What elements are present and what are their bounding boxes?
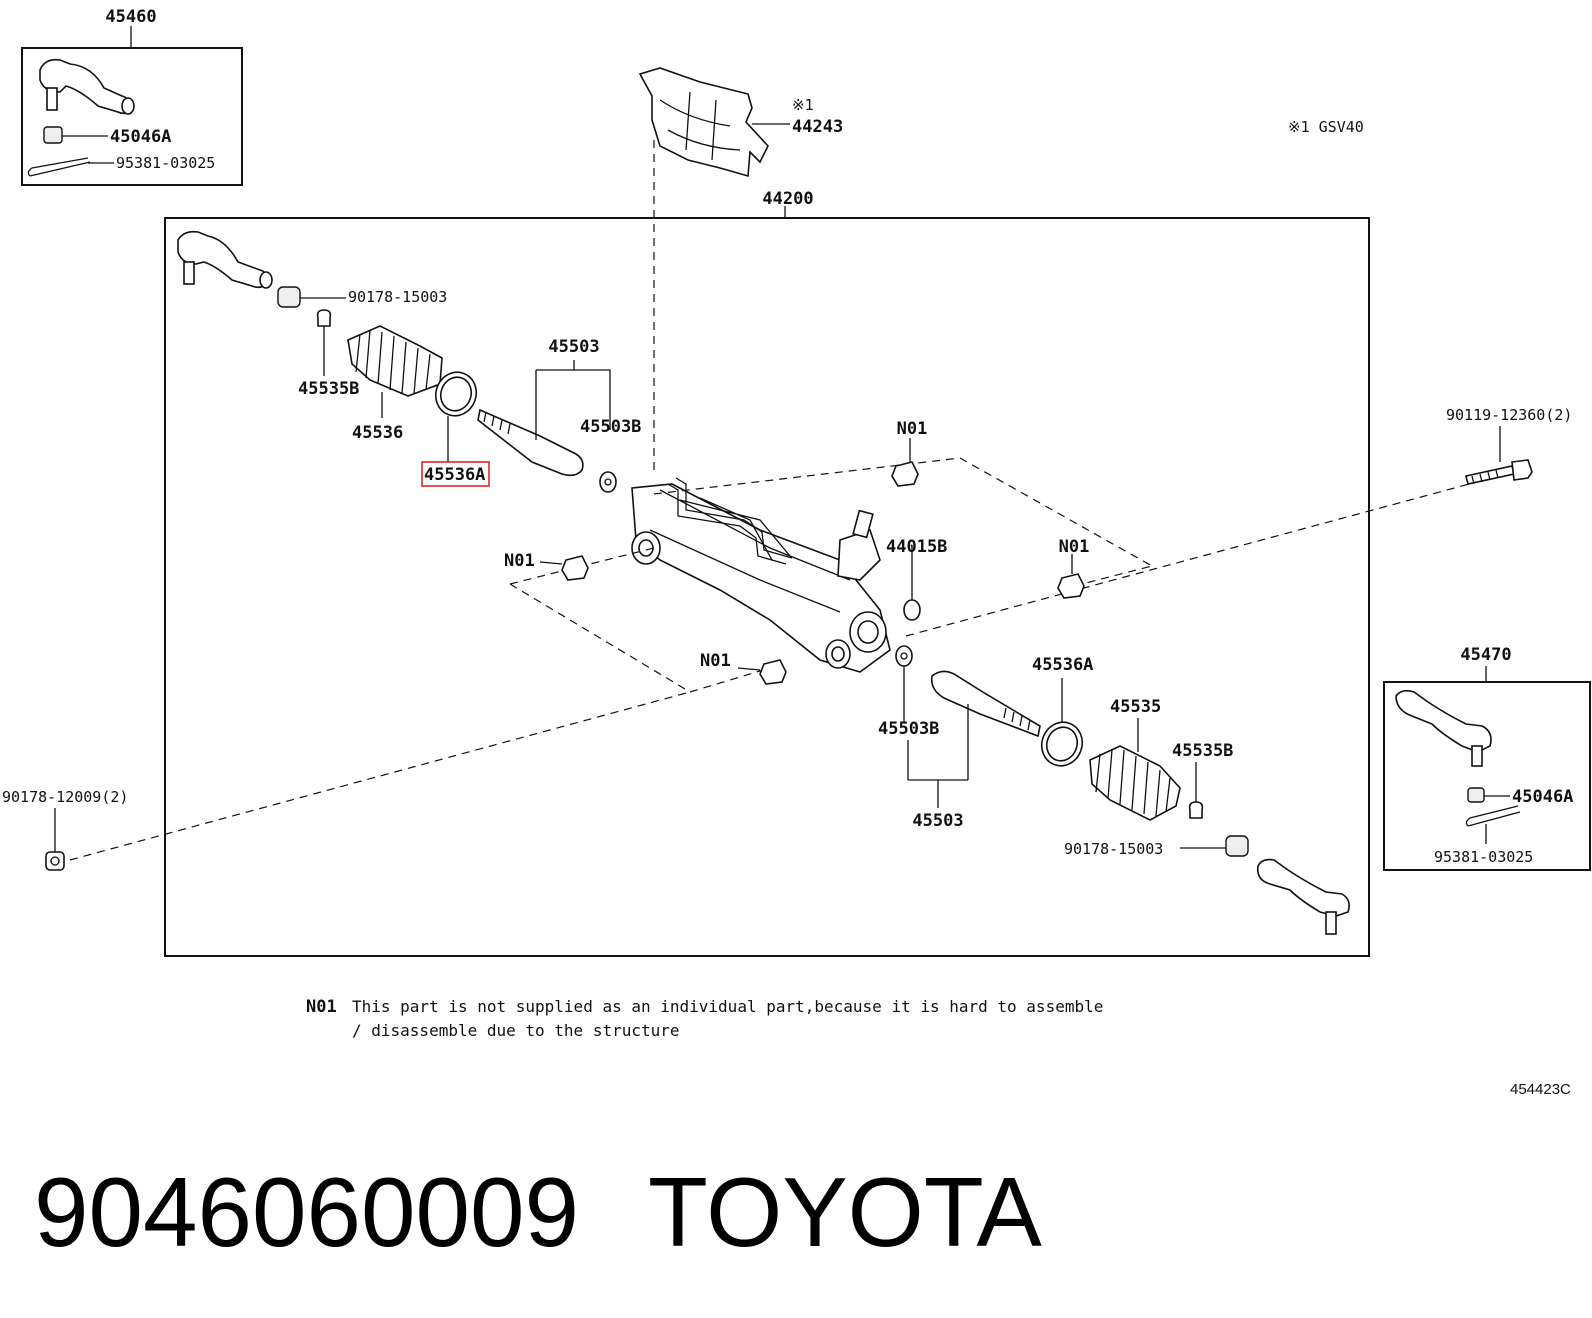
label-44243: 44243 — [792, 117, 843, 137]
label-45535: 45535 — [1110, 697, 1161, 717]
caption-brand: TOYOTA — [648, 1157, 1043, 1267]
label-n01-left: N01 — [504, 551, 535, 571]
highlight-box — [421, 461, 490, 487]
label-44015b: 44015B — [886, 537, 947, 557]
rack-end-right-icon — [930, 670, 1041, 738]
o-ring-icon — [903, 599, 921, 621]
label-90178-15003-upper: 90178-15003 — [348, 288, 447, 306]
nut-lower-right-icon — [1225, 835, 1249, 857]
nut-upper-left-icon — [277, 286, 301, 308]
note-line-2: / disassemble due to the structure — [352, 1021, 680, 1040]
caption-part-number: 9046060009 — [34, 1157, 579, 1267]
note-code: N01 — [306, 997, 337, 1017]
boot-band-left-icon — [434, 371, 478, 417]
cotter-pin-icon — [27, 157, 91, 177]
boot-right-icon — [1089, 745, 1181, 821]
nut-icon-right-inset — [1467, 787, 1485, 803]
label-45503-upper: 45503 — [548, 337, 599, 357]
bushing-n01-top — [891, 461, 919, 487]
label-n01-top: N01 — [897, 419, 928, 439]
tie-rod-end-icon-right-inset — [1395, 689, 1492, 767]
label-90178-12009: 90178-12009(2) — [2, 788, 128, 806]
label-95381-left: 95381-03025 — [116, 154, 215, 172]
inset-left-tie-rod-end: 45460 45046A 95381-03025 — [21, 7, 243, 186]
bushing-n01-left — [561, 555, 589, 581]
note-line-1: This part is not supplied as an individu… — [352, 997, 1103, 1016]
nut-far-left-icon — [45, 851, 65, 871]
nut-icon — [43, 126, 63, 144]
footnote-gsv40: ※1 GSV40 — [1288, 118, 1364, 136]
label-45470: 45470 — [1460, 645, 1511, 665]
label-45046a-right: 45046A — [1512, 787, 1573, 807]
clip-left-icon — [316, 309, 332, 327]
inset-right-tie-rod-end: 45470 45046A 95381-03025 — [1383, 645, 1591, 871]
boot-left-icon — [347, 325, 443, 397]
diagram-reference: 454423C — [1510, 1081, 1571, 1098]
label-45046a-left: 45046A — [110, 127, 171, 147]
label-note-mark: ※1 — [792, 96, 814, 114]
boot-band-right-icon — [1040, 721, 1084, 767]
label-90178-15003-lower: 90178-15003 — [1064, 840, 1163, 858]
label-45536: 45536 — [352, 423, 403, 443]
label-95381-right: 95381-03025 — [1434, 848, 1533, 866]
label-45535b-left: 45535B — [298, 379, 359, 399]
label-45503b-left: 45503B — [580, 417, 641, 437]
bushing-n01-bottom — [759, 659, 787, 685]
label-45536a-right: 45536A — [1032, 655, 1093, 675]
cotter-pin-icon-right — [1465, 805, 1521, 827]
tie-rod-end-right-icon — [1256, 858, 1350, 935]
heat-insulator: ※1 44243 — [638, 67, 843, 472]
bushing-n01-right — [1057, 573, 1085, 599]
label-45503b-right: 45503B — [878, 719, 939, 739]
main-assembly-box — [164, 217, 1370, 957]
steering-gear-body — [631, 477, 891, 673]
tie-rod-end-left-icon — [177, 230, 273, 289]
label-45535b-right: 45535B — [1172, 741, 1233, 761]
label-n01-bottom: N01 — [700, 651, 731, 671]
tie-rod-end-icon — [39, 58, 135, 115]
label-45503-lower: 45503 — [912, 811, 963, 831]
washer-right-icon — [895, 645, 913, 667]
label-90119-12360: 90119-12360(2) — [1446, 406, 1572, 424]
bolt-right-icon — [1465, 459, 1533, 485]
clip-right-icon — [1188, 801, 1204, 819]
label-45460: 45460 — [105, 7, 156, 27]
label-45536a-left: 45536A — [424, 465, 485, 485]
label-44200: 44200 — [762, 189, 813, 209]
rack-end-left-icon — [477, 408, 584, 477]
label-n01-right: N01 — [1059, 537, 1090, 557]
washer-left-icon — [599, 471, 617, 493]
